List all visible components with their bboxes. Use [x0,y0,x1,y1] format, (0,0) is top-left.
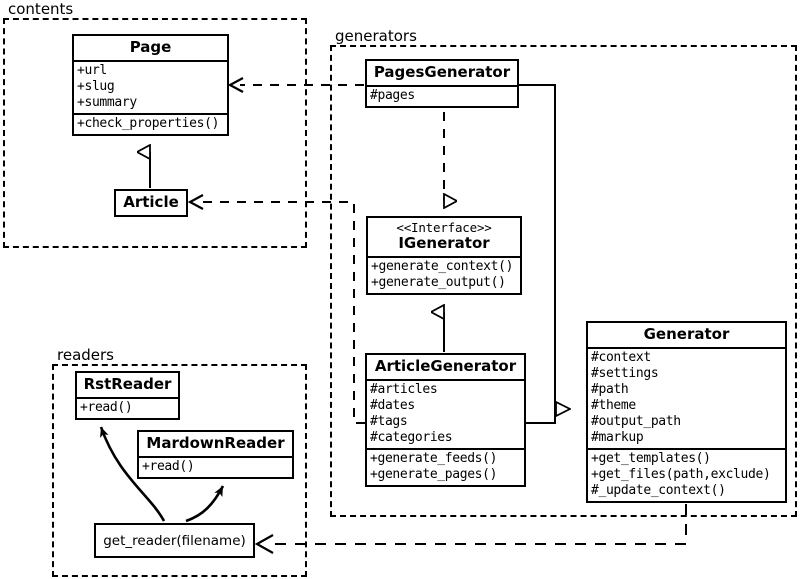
class-box-mardown-reader[interactable]: MardownReader +read() [137,430,294,479]
operation-row: +generate_feeds() [370,450,498,466]
package-generators-label: generators [333,27,419,45]
package-readers-label: readers [55,346,116,364]
attribute-row: #categories [370,429,453,445]
class-box-pages-generator[interactable]: PagesGenerator #pages [365,59,519,108]
operation-row: +read() [80,399,133,415]
class-attributes-pages-generator: #pages [367,84,517,106]
class-attributes-page: +url +slug +summary [74,59,227,113]
class-title-page: Page [129,38,172,56]
attribute-row: +url [77,62,107,78]
class-operations-mardown-reader: +read() [139,455,292,477]
attribute-row: #tags [370,413,408,429]
operation-row: +generate_pages() [370,466,498,482]
package-readers [52,364,307,577]
class-box-article[interactable]: Article [114,189,188,217]
class-box-article-generator[interactable]: ArticleGenerator #articles #dates #tags … [365,353,526,487]
class-operations-page: +check_properties() [74,112,227,134]
class-box-rst-reader[interactable]: RstReader +read() [75,371,180,420]
class-title-article: Article [123,193,179,211]
class-title-article-generator: ArticleGenerator [374,357,517,375]
operation-row: +get_templates() [591,450,711,466]
attribute-row: #settings [591,365,659,381]
attribute-row: +slug [77,78,115,94]
class-operations-article-generator: +generate_feeds() +generate_pages() [367,447,524,485]
attribute-row: #dates [370,397,415,413]
attribute-row: #pages [370,87,415,103]
class-operations-igenerator: +generate_context() +generate_output() [368,255,520,293]
attribute-row: +summary [77,94,137,110]
class-title-rst-reader: RstReader [83,375,172,393]
attribute-row: #theme [591,397,636,413]
attribute-row: #articles [370,381,438,397]
class-box-generator[interactable]: Generator #context #settings #path #them… [586,321,787,503]
function-box-get-reader-label: get_reader(filename) [103,532,246,549]
class-title-pages-generator: PagesGenerator [373,63,511,81]
operation-row: +generate_output() [371,274,506,290]
class-attributes-generator: #context #settings #path #theme #output_… [588,346,785,448]
package-contents-label: contents [6,0,76,18]
operation-row: +get_files(path,exclude) [591,466,771,482]
class-title-generator: Generator [643,325,730,343]
class-title-igenerator: <<Interface>> IGenerator [368,218,520,256]
class-box-igenerator[interactable]: <<Interface>> IGenerator +generate_conte… [366,216,522,295]
class-attributes-article-generator: #articles #dates #tags #categories [367,378,524,448]
attribute-row: #context [591,349,651,365]
class-stereotype-igenerator: <<Interface>> [396,220,492,235]
attribute-row: #path [591,381,629,397]
class-title-mardown-reader: MardownReader [146,434,285,452]
operation-row: +check_properties() [77,115,220,131]
operation-row: +read() [142,458,195,474]
class-box-page[interactable]: Page +url +slug +summary +check_properti… [72,34,229,136]
class-operations-generator: +get_templates() +get_files(path,exclude… [588,447,785,501]
class-operations-rst-reader: +read() [77,396,178,418]
function-box-get-reader[interactable]: get_reader(filename) [94,523,255,558]
class-name-igenerator: IGenerator [398,234,490,252]
operation-row: #_update_context() [591,482,726,498]
attribute-row: #markup [591,429,644,445]
package-contents [3,18,307,248]
operation-row: +generate_context() [371,258,514,274]
attribute-row: #output_path [591,413,681,429]
